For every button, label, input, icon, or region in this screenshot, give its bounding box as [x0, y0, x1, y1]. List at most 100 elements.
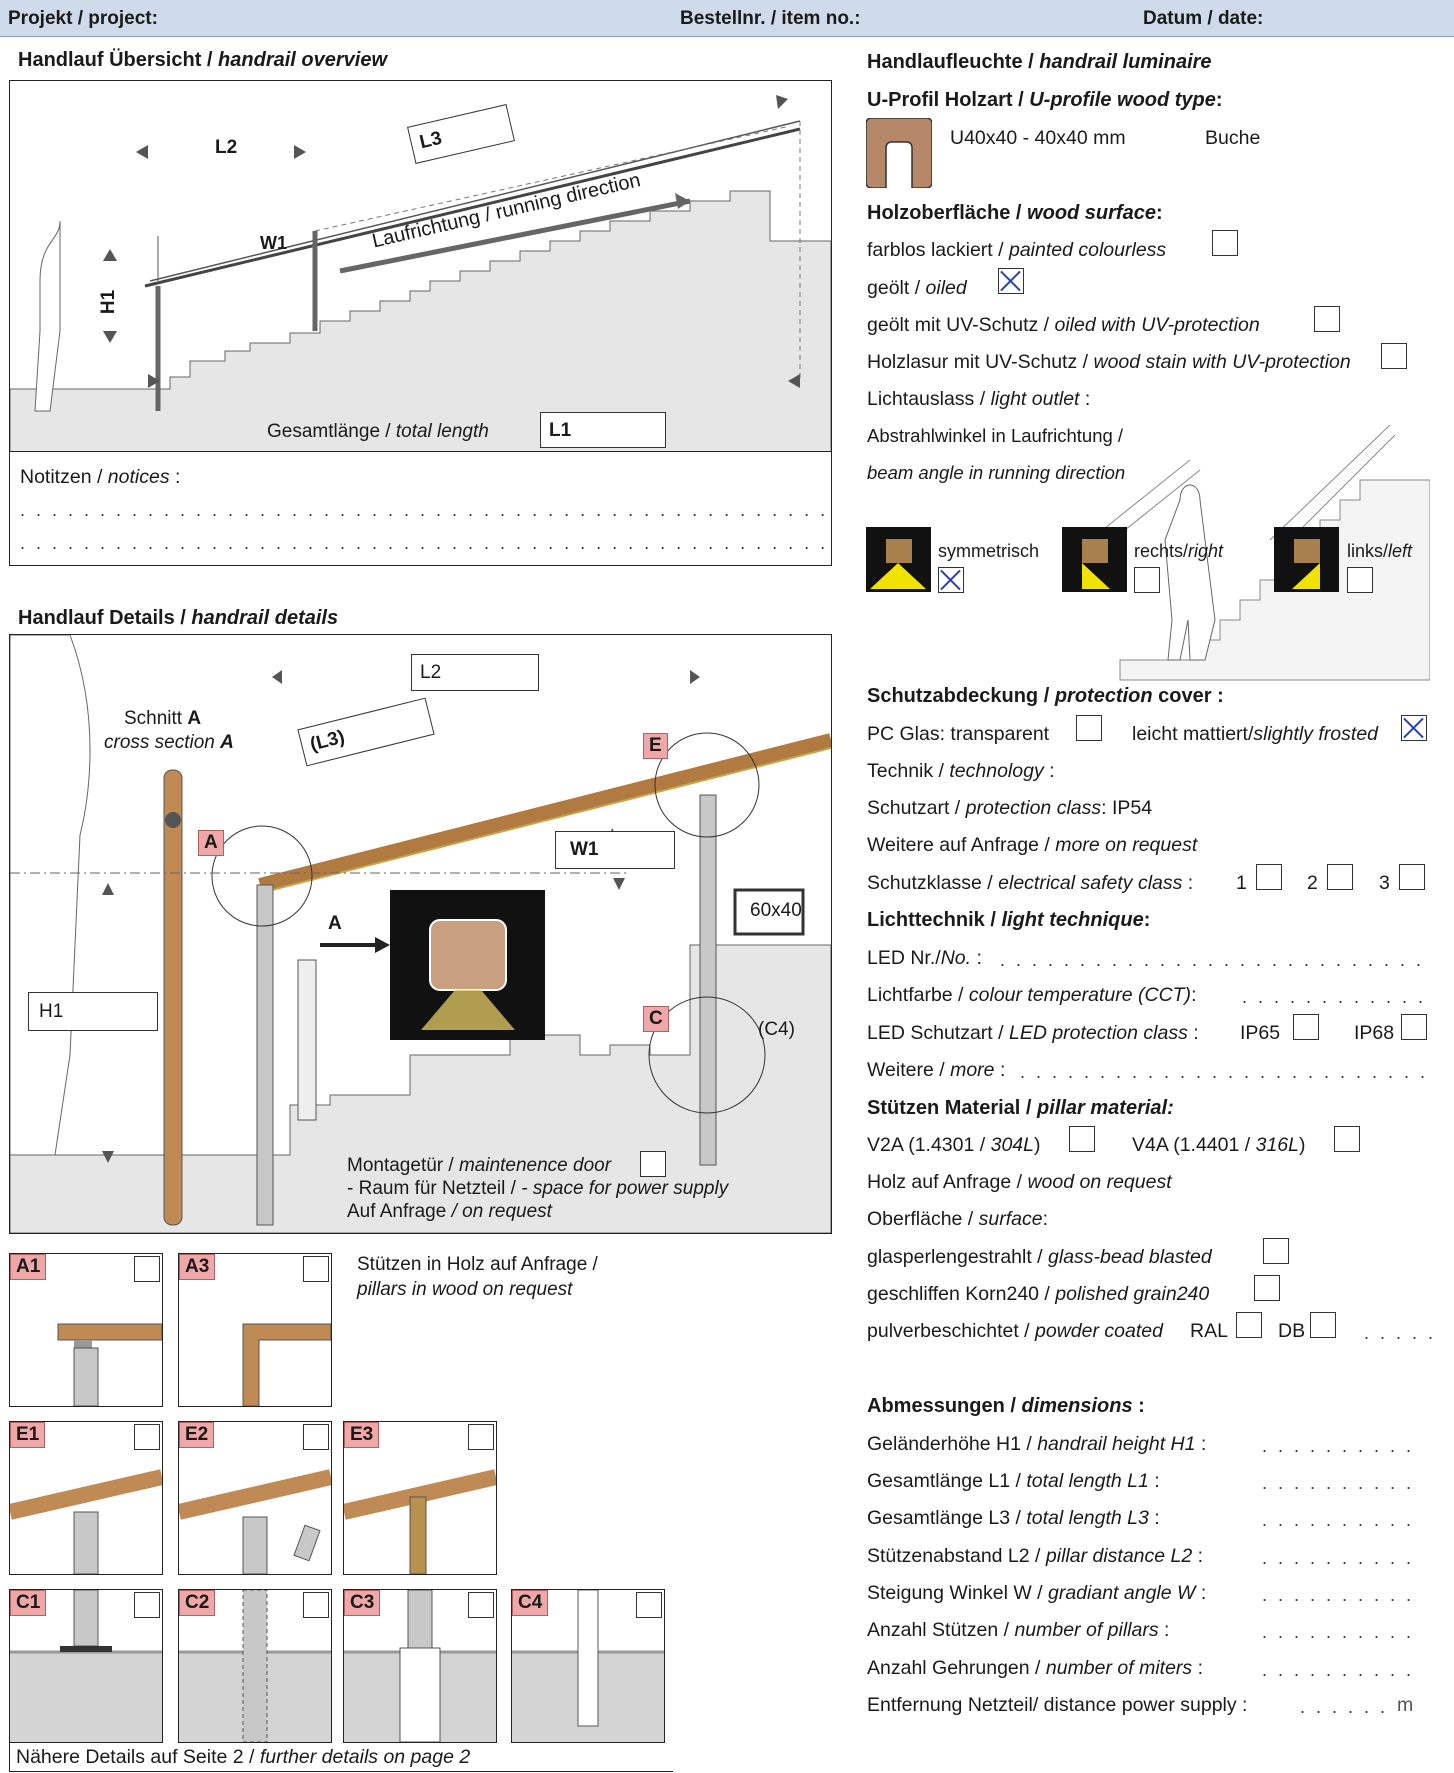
opt1-de: farblos lackiert / — [867, 239, 1004, 261]
cct-en: colour temperature (CCT) — [968, 984, 1192, 1006]
opt1-checkbox[interactable] — [1212, 230, 1238, 256]
variant-c1-checkbox[interactable] — [134, 1592, 160, 1618]
safety-3-checkbox[interactable] — [1399, 864, 1425, 890]
variant-a1[interactable]: A1 — [9, 1253, 163, 1407]
dim7-en: number of miters — [1045, 1657, 1193, 1679]
beam-sym-label: symmetrisch — [938, 541, 1040, 561]
details-drawing: Schnitt A cross section A L2 (L3) W1 H1 … — [9, 634, 832, 1234]
beam-right-icon — [1062, 527, 1127, 592]
notices-label: Notitzen / notices : — [20, 466, 180, 489]
beam-left-en: left — [1388, 541, 1413, 561]
opt1: farblos lackiert / painted colourless — [867, 239, 1166, 262]
variant-c3-checkbox[interactable] — [468, 1592, 494, 1618]
other-field[interactable]: . . . . . . . . . . . . . . . . . . . . … — [1020, 1062, 1425, 1082]
variant-e2-tag: E2 — [179, 1422, 215, 1448]
dim1-field[interactable]: . . . . . . . . . . . . . — [1262, 1436, 1412, 1456]
variant-e3[interactable]: E3 — [343, 1421, 497, 1575]
safety-2: 2 — [1307, 872, 1318, 894]
pc-transparent-checkbox[interactable] — [1076, 715, 1102, 741]
variant-c4-checkbox[interactable] — [636, 1592, 662, 1618]
door-checkbox[interactable] — [640, 1151, 666, 1177]
beam-right-checkbox[interactable] — [1134, 567, 1160, 593]
beam-right-label: rechts/right — [1134, 541, 1223, 562]
ral-checkbox[interactable] — [1236, 1312, 1262, 1338]
details-l2-box: L2 — [411, 654, 539, 691]
variant-c3[interactable]: C3 — [343, 1589, 497, 1743]
notices-line-1[interactable]: . . . . . . . . . . . . . . . . . . . . … — [20, 500, 825, 520]
v4a-checkbox[interactable] — [1334, 1126, 1360, 1152]
dim2-field[interactable]: . . . . . . . . . . . . . — [1262, 1473, 1412, 1493]
size-label: 60x40 — [750, 900, 802, 921]
dim3-field[interactable]: . . . . . . . . . . . . . — [1262, 1510, 1412, 1530]
beam-left-checkbox[interactable] — [1347, 567, 1373, 593]
luminaire-de: Handlaufleuchte / — [867, 51, 1034, 73]
variant-c4[interactable]: C4 — [511, 1589, 665, 1743]
safety-1-checkbox[interactable] — [1256, 864, 1282, 890]
door-en: maintenence door — [458, 1155, 612, 1176]
uprofile-en: U-profile wood type — [1029, 89, 1216, 111]
notices-colon: : — [175, 466, 181, 488]
safety-2-checkbox[interactable] — [1327, 864, 1353, 890]
uprofile-de: U-Profil Holzart / — [867, 89, 1024, 111]
notices-line-2[interactable]: . . . . . . . . . . . . . . . . . . . . … — [20, 533, 825, 553]
notices-de: Notitzen / — [20, 466, 103, 488]
cover-de: Schutzabdeckung / — [867, 685, 1050, 707]
protclass-val: : IP54 — [1101, 797, 1153, 819]
variant-e3-checkbox[interactable] — [468, 1424, 494, 1450]
variant-a3-checkbox[interactable] — [303, 1256, 329, 1282]
variant-a3[interactable]: A3 — [178, 1253, 332, 1407]
variant-a3-svg — [242, 1323, 331, 1406]
frosted-checkbox[interactable] — [1401, 715, 1427, 741]
footer-note: Nähere Details auf Seite 2 / further det… — [16, 1746, 470, 1769]
dim4-de: Stützenabstand L2 / — [867, 1545, 1041, 1567]
ip68-checkbox[interactable] — [1401, 1014, 1427, 1040]
variant-e2-checkbox[interactable] — [303, 1424, 329, 1450]
variant-c1[interactable]: C1 — [9, 1589, 163, 1743]
polish: geschliffen Korn240 / polished grain240 — [867, 1283, 1209, 1306]
polish-checkbox[interactable] — [1254, 1275, 1280, 1301]
variant-e1[interactable]: E1 — [9, 1421, 163, 1575]
tech-en: technology — [949, 760, 1044, 782]
dim6-field[interactable]: . . . . . . . . . . . . . — [1262, 1622, 1412, 1642]
db-checkbox[interactable] — [1310, 1312, 1336, 1338]
luminaire-en: handrail luminaire — [1039, 51, 1212, 73]
beam-sym-checkbox[interactable] — [938, 567, 964, 593]
variant-c2-checkbox[interactable] — [303, 1592, 329, 1618]
dim-title: Abmessungen / dimensions : — [867, 1395, 1145, 1417]
more-de: Weitere auf Anfrage / — [867, 834, 1050, 856]
pillar-de: Stützen Material / — [867, 1097, 1032, 1119]
opt2-checkbox[interactable] — [998, 268, 1024, 294]
opt4-checkbox[interactable] — [1381, 343, 1407, 369]
led-no-field[interactable]: . . . . . . . . . . . . . . . . . . . . … — [1000, 950, 1425, 970]
opt3-checkbox[interactable] — [1314, 306, 1340, 332]
ip65-checkbox[interactable] — [1293, 1014, 1319, 1040]
powder-field[interactable]: . . . . . — [1364, 1323, 1434, 1343]
glass-checkbox[interactable] — [1263, 1238, 1289, 1264]
v2a-checkbox[interactable] — [1069, 1126, 1095, 1152]
wood-request-de: Stützen in Holz auf Anfrage / — [357, 1254, 598, 1275]
wood-type: Buche — [1205, 127, 1261, 149]
glass: glasperlengestrahlt / glass-bead blasted — [867, 1246, 1212, 1269]
variant-e2[interactable]: E2 — [178, 1421, 332, 1575]
variant-c1-svg — [10, 1590, 162, 1742]
dim7-field[interactable]: . . . . . . . . . . . . . — [1262, 1660, 1412, 1680]
overview-stairs-svg — [10, 95, 831, 452]
ledprot: LED Schutzart / LED protection class : — [867, 1022, 1199, 1044]
surface-title: Holzoberfläche / wood surface: — [867, 202, 1163, 224]
lt-en: light technique — [1001, 909, 1144, 931]
cct-field[interactable]: . . . . . . . . . . . . . . . — [1242, 987, 1422, 1007]
dim4-field[interactable]: . . . . . . . . . . . . . — [1262, 1548, 1412, 1568]
variant-c2[interactable]: C2 — [178, 1589, 332, 1743]
beam-left-label: links/left — [1347, 541, 1412, 562]
dim5-de: Steigung Winkel W / — [867, 1582, 1043, 1604]
dim5-field[interactable]: . . . . . . . . . . . . . — [1262, 1585, 1412, 1605]
dim8-field[interactable]: . . . . . . . . — [1300, 1697, 1395, 1717]
lt-title: Lichttechnik / light technique: — [867, 909, 1151, 931]
beam-en: beam angle in running direction — [867, 462, 1126, 483]
dim3-en: total length L3 — [1026, 1507, 1149, 1529]
variant-a1-checkbox[interactable] — [134, 1256, 160, 1282]
power-de: - Raum für Netzteil / — [347, 1178, 516, 1199]
variant-e1-checkbox[interactable] — [134, 1424, 160, 1450]
opt2: geölt / oiled — [867, 277, 967, 300]
details-title: Handlauf Details / handrail details — [18, 607, 338, 630]
